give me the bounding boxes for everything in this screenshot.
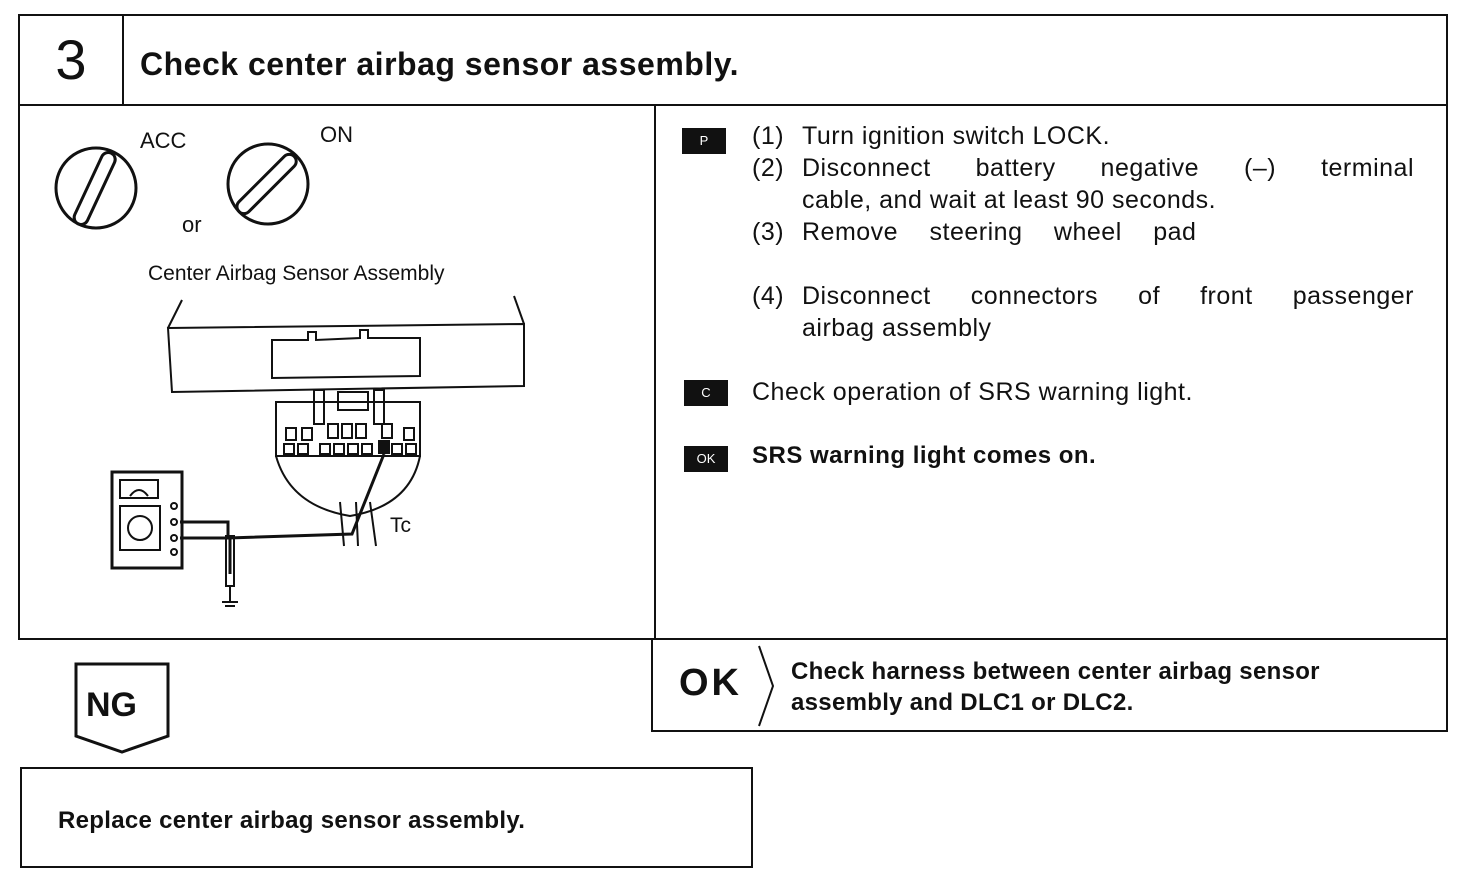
- step-2-text-1: Disconnect battery negative (–) terminal: [802, 154, 1414, 182]
- step-4-number: (4): [752, 282, 785, 310]
- ok-result-line-1: Check harness between center airbag sens…: [791, 658, 1320, 685]
- step-1: (1) Turn ignition switch LOCK.: [668, 122, 1448, 154]
- step-4-text-2: airbag assembly: [802, 314, 992, 342]
- ok-condition-text: SRS warning light comes on.: [752, 442, 1097, 469]
- ok-label: OK: [679, 662, 742, 704]
- step-4-line-2: airbag assembly: [668, 314, 1448, 346]
- tc-terminal-label: Tc: [390, 514, 411, 537]
- or-label: or: [182, 212, 202, 237]
- check-tag: C: [684, 380, 728, 406]
- ng-result-box: Replace center airbag sensor assembly.: [20, 767, 753, 868]
- prepare-tag: P: [682, 128, 726, 154]
- probe-wire: [180, 453, 386, 607]
- step-1-text: Turn ignition switch LOCK.: [802, 122, 1111, 150]
- on-label: ON: [320, 122, 353, 147]
- wiring-illustration: ACC or ON Center Airbag Sensor Assembly: [54, 122, 525, 607]
- ok-result-box: OK Check harness between center airbag s…: [651, 638, 1448, 732]
- acc-label: ACC: [140, 128, 187, 153]
- step-2-text-2: cable, and wait at least 90 seconds.: [802, 186, 1217, 214]
- ok-arrow-icon: [758, 645, 775, 727]
- step-2-number: (2): [752, 154, 785, 182]
- step-number: 3: [20, 16, 124, 104]
- illustration-area: ACC or ON Center Airbag Sensor Assembly: [20, 106, 656, 638]
- step-header: 3 Check center airbag sensor assembly.: [18, 14, 1448, 106]
- step-4-line-1: (4) Disconnect connectors of front passe…: [668, 282, 1448, 314]
- ignition-switch-acc-icon: [54, 146, 138, 230]
- step-2-line-2: cable, and wait at least 90 seconds.: [668, 186, 1448, 218]
- ng-action-text: Replace center airbag sensor assembly.: [58, 807, 526, 834]
- ignition-switch-on-icon: [226, 142, 310, 226]
- airbag-sensor-unit: [166, 295, 525, 394]
- step-title: Check center airbag sensor assembly.: [140, 46, 740, 82]
- ng-label: NG: [86, 686, 137, 724]
- ng-tag-icon: [74, 662, 170, 754]
- step-2-line-1: (2) Disconnect battery negative (–) term…: [668, 154, 1448, 186]
- ok-tag: OK: [684, 446, 728, 472]
- check-text: Check operation of SRS warning light.: [752, 378, 1193, 406]
- ok-result-line-2: assembly and DLC1 or DLC2.: [791, 689, 1134, 716]
- step-4-text-1: Disconnect connectors of front passenger: [802, 282, 1414, 310]
- step-3-text: Remove steering wheel pad: [802, 218, 1197, 246]
- ok-result-text: Check harness between center airbag sens…: [791, 656, 1320, 718]
- step-3: (3) Remove steering wheel pad: [668, 218, 1448, 250]
- main-panel: ACC or ON Center Airbag Sensor Assembly: [18, 104, 1448, 640]
- step-1-number: (1): [752, 122, 785, 150]
- step-3-number: (3): [752, 218, 785, 246]
- sensor-label: Center Airbag Sensor Assembly: [148, 262, 445, 285]
- procedure-panel: P (1) Turn ignition switch LOCK. (2) Dis…: [668, 106, 1448, 638]
- voltmeter-icon: [110, 470, 184, 570]
